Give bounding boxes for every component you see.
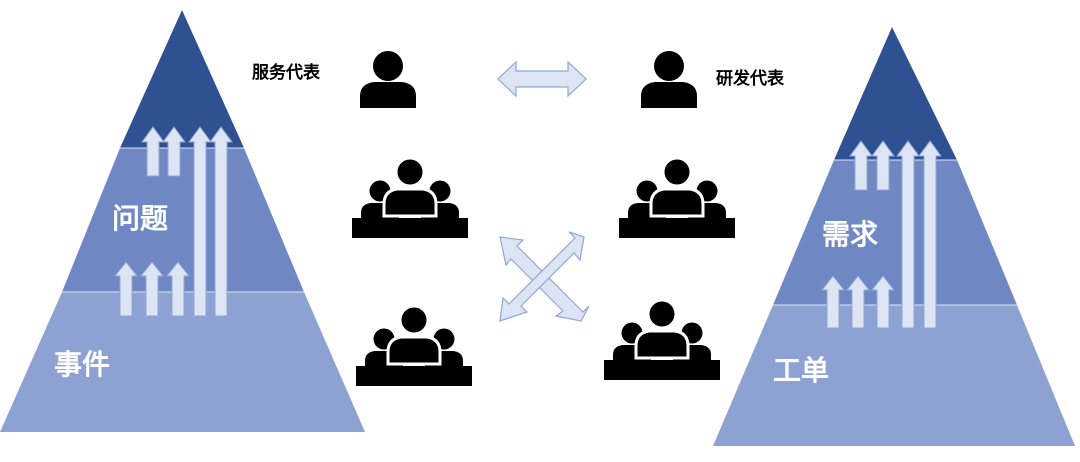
left-pyramid-tip-layer bbox=[120, 10, 244, 148]
right-upper-layer-label: 需求 bbox=[822, 218, 878, 251]
person-icon bbox=[641, 51, 697, 108]
up-arrow-icon bbox=[162, 126, 186, 177]
group-icon bbox=[352, 156, 468, 238]
right-pyramid-middle-layer bbox=[773, 160, 1017, 305]
up-arrow-icon bbox=[871, 140, 895, 191]
right-lower-layer-label: 工单 bbox=[773, 354, 829, 387]
up-arrow-icon bbox=[849, 140, 873, 191]
up-arrow-icon bbox=[113, 261, 139, 317]
group-icon bbox=[619, 156, 735, 238]
cross-arrows-icon bbox=[499, 231, 590, 322]
dev-rep-label: 研发代表 bbox=[716, 68, 785, 89]
up-arrow-icon bbox=[139, 261, 165, 317]
up-arrow-icon bbox=[188, 126, 212, 317]
up-arrow-icon bbox=[820, 275, 846, 329]
right-pyramid-base-layer bbox=[713, 305, 1075, 446]
group-icon bbox=[604, 298, 720, 380]
up-arrow-icon bbox=[165, 261, 191, 317]
right-pyramid-tip-layer bbox=[834, 27, 957, 160]
up-arrow-icon bbox=[896, 140, 920, 329]
person-icon bbox=[360, 51, 416, 108]
left-pyramid: 问题 事件 bbox=[0, 10, 365, 432]
left-pyramid-base-layer bbox=[0, 292, 365, 432]
up-arrow-icon bbox=[141, 126, 165, 177]
left-pyramid-middle-layer bbox=[62, 148, 304, 292]
up-arrow-icon bbox=[845, 275, 871, 329]
double-arrow-icon bbox=[497, 60, 587, 98]
service-rep-label: 服务代表 bbox=[252, 62, 321, 83]
up-arrow-icon bbox=[209, 126, 233, 317]
left-upper-layer-label: 问题 bbox=[112, 202, 168, 235]
group-icon bbox=[356, 304, 472, 386]
left-lower-layer-label: 事件 bbox=[54, 348, 110, 381]
right-pyramid: 需求 工单 bbox=[713, 27, 1075, 446]
up-arrow-icon bbox=[918, 140, 942, 329]
up-arrow-icon bbox=[870, 275, 896, 329]
